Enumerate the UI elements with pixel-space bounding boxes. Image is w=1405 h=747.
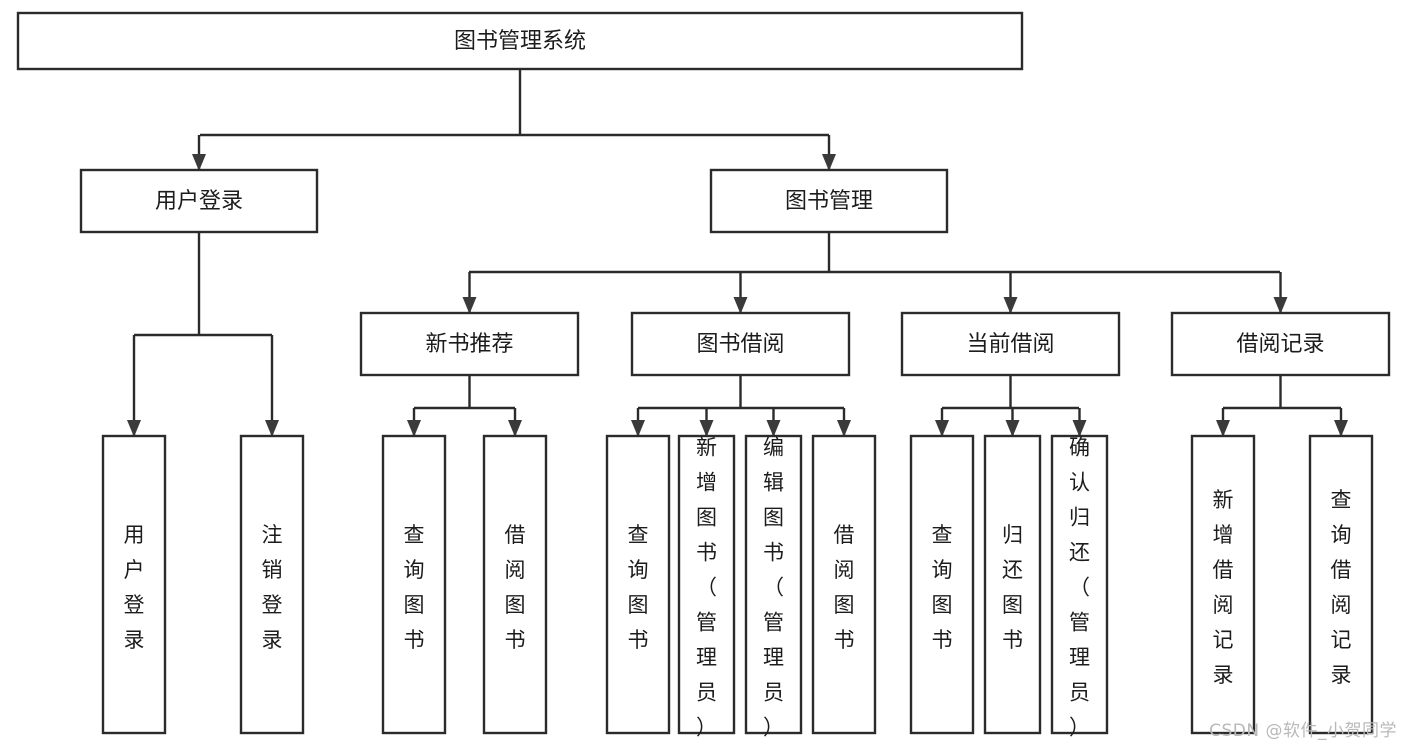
nodes-layer: 图书管理系统用户登录图书管理新书推荐图书借阅当前借阅借阅记录用户登录注销登录查询… [16,11,1391,739]
node-leaf-cb-return[interactable]: 归还图书 [983,434,1042,735]
arrowhead-leaf-bb-edit [766,420,781,437]
arrowhead-borrow [733,297,748,314]
node-box-leaf-bb-add [677,434,736,735]
node-label-leaf-user-logout: 注销登录 [262,523,283,652]
node-box-leaf-nb-query [381,434,447,735]
node-leaf-bb-add[interactable]: 新增图书（管理员） [677,434,736,739]
node-label-leaf-rc-add: 新增借阅记录 [1213,488,1234,687]
arrowhead-leaf-rc-add [1216,420,1230,437]
node-label-records: 借阅记录 [1236,332,1324,357]
node-box-leaf-cb-return [983,434,1042,735]
csdn-watermark: CSDN @软件_小贺同学 [1209,721,1397,741]
node-records[interactable]: 借阅记录 [1170,311,1391,377]
node-box-leaf-bb-borrow [811,434,877,735]
arrowhead-leaf-bb-borrow [837,420,851,437]
node-label-leaf-bb-borrow: 借阅图书 [834,523,855,652]
node-label-login: 用户登录 [155,189,243,214]
node-leaf-nb-borrow[interactable]: 借阅图书 [482,434,548,735]
node-box-current [900,311,1121,377]
node-label-leaf-bb-edit: 编辑图书（管理员） [763,435,784,739]
node-root[interactable]: 图书管理系统 [16,11,1024,71]
node-label-leaf-rc-query: 查询借阅记录 [1331,488,1352,687]
arrowhead-leaf-bb-add [699,420,714,437]
node-label-borrow: 图书借阅 [696,332,784,357]
arrowhead-leaf-nb-borrow [508,420,522,437]
node-label-root: 图书管理系统 [454,29,586,54]
node-label-leaf-user-login: 用户登录 [124,523,145,652]
node-leaf-user-logout[interactable]: 注销登录 [239,434,305,735]
node-box-leaf-rc-add [1190,434,1256,735]
arrowhead-bookmgmt [822,154,836,171]
node-box-leaf-user-logout [239,434,305,735]
node-box-borrow [630,311,851,377]
node-leaf-nb-query[interactable]: 查询图书 [381,434,447,735]
node-box-leaf-rc-query [1308,434,1374,735]
arrowhead-leaf-cb-query [935,420,949,437]
arrowhead-leaf-rc-query [1334,420,1348,437]
node-box-leaf-nb-borrow [482,434,548,735]
arrowhead-leaf-user-login [127,420,141,437]
node-box-newbook [359,311,580,377]
arrowhead-newbook [462,297,477,314]
arrowhead-leaf-cb-return [1005,420,1020,437]
node-label-bookmgmt: 图书管理 [785,189,873,214]
node-label-current: 当前借阅 [966,332,1054,357]
node-leaf-user-login[interactable]: 用户登录 [101,434,167,735]
node-box-root [16,11,1024,71]
node-leaf-bb-edit[interactable]: 编辑图书（管理员） [744,434,803,739]
arrowhead-leaf-cb-confirm [1072,420,1087,437]
node-bookmgmt[interactable]: 图书管理 [709,168,949,234]
node-borrow[interactable]: 图书借阅 [630,311,851,377]
node-box-login [79,168,319,234]
node-leaf-cb-confirm[interactable]: 确认归还（管理员） [1050,434,1109,739]
node-label-leaf-nb-query: 查询图书 [404,523,425,652]
arrowhead-leaf-bb-query [631,420,645,437]
node-leaf-cb-query[interactable]: 查询图书 [909,434,975,735]
node-box-leaf-cb-confirm [1050,434,1109,735]
arrowhead-leaf-nb-query [407,420,421,437]
node-box-leaf-bb-query [605,434,671,735]
node-leaf-bb-query[interactable]: 查询图书 [605,434,671,735]
connectors-layer [127,69,1348,437]
node-box-leaf-user-login [101,434,167,735]
node-label-newbook: 新书推荐 [425,332,513,357]
arrowhead-leaf-user-logout [265,420,279,437]
node-label-leaf-cb-return: 归还图书 [1002,523,1023,652]
node-label-leaf-bb-add: 新增图书（管理员） [696,435,717,739]
node-label-leaf-cb-confirm: 确认归还（管理员） [1069,435,1090,739]
node-label-leaf-nb-borrow: 借阅图书 [505,523,526,652]
node-box-leaf-cb-query [909,434,975,735]
arrowhead-current [1003,297,1018,314]
node-box-records [1170,311,1391,377]
node-label-leaf-bb-query: 查询图书 [628,523,649,652]
node-box-bookmgmt [709,168,949,234]
node-leaf-rc-add[interactable]: 新增借阅记录 [1190,434,1256,735]
arrowhead-records [1273,297,1288,314]
arrowhead-login [192,154,206,171]
node-box-leaf-bb-edit [744,434,803,735]
node-label-leaf-cb-query: 查询图书 [932,523,953,652]
node-newbook[interactable]: 新书推荐 [359,311,580,377]
node-leaf-bb-borrow[interactable]: 借阅图书 [811,434,877,735]
node-current[interactable]: 当前借阅 [900,311,1121,377]
node-login[interactable]: 用户登录 [79,168,319,234]
node-leaf-rc-query[interactable]: 查询借阅记录 [1308,434,1374,735]
